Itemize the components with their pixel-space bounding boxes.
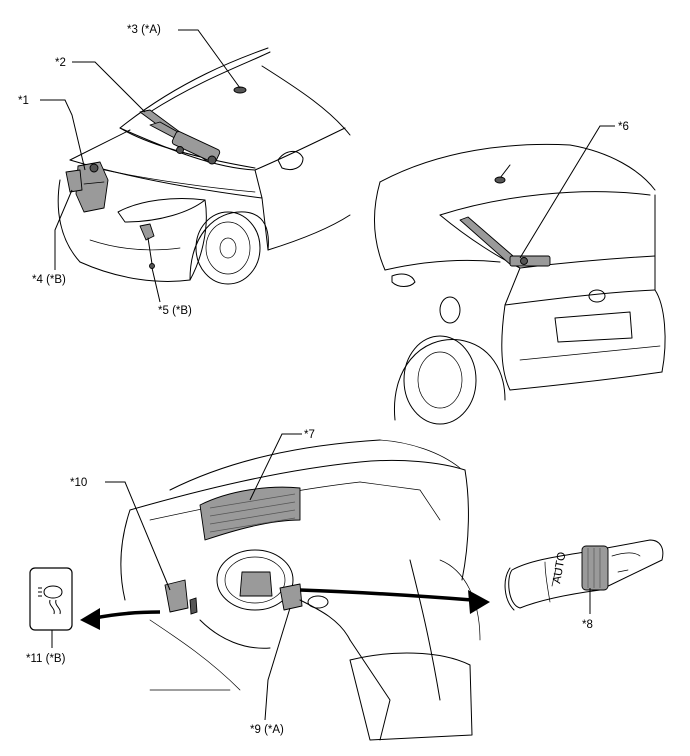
callout-9: *9 (*A): [250, 724, 284, 736]
interior-illustration: [120, 439, 481, 741]
front-wiper-icon: [139, 109, 221, 165]
arrow-right-icon: [299, 588, 490, 614]
leader-lines: [40, 29, 615, 721]
callout-8: *8: [582, 619, 593, 631]
rear-car-illustration: [374, 143, 666, 425]
callout-5: *5 (*B): [158, 305, 192, 317]
washer-nozzle-icon: [233, 86, 247, 94]
callout-7: *7: [304, 429, 315, 441]
callout-3: *3 (*A): [127, 24, 161, 36]
washer-sensor-icon: [139, 223, 155, 269]
arrow-left-icon: [80, 608, 161, 630]
wiper-switch-lever-icon: AUTO: [504, 539, 664, 611]
front-car-illustration: [57, 47, 351, 285]
headlight-cleaner-switch-icon: [29, 567, 73, 631]
callout-4: *4 (*B): [32, 274, 66, 286]
callout-6: *6: [618, 121, 629, 133]
meter-cluster-icon: [199, 486, 301, 541]
switch-auto-label: AUTO: [551, 551, 568, 584]
callout-10: *10: [70, 477, 87, 489]
callout-2: *2: [55, 57, 66, 69]
rear-wiper-icon: [459, 216, 551, 267]
callout-1: *1: [18, 95, 29, 107]
washer-tank-icon: [65, 161, 109, 213]
callout-11: *11 (*B): [26, 653, 66, 665]
